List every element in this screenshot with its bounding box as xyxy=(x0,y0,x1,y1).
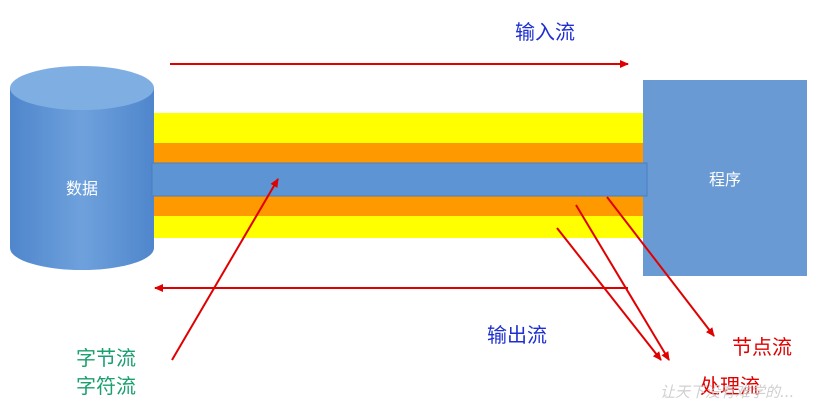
orange-band-bottom xyxy=(154,196,647,216)
processing-stream-arrow-2 xyxy=(556,227,662,361)
processing-stream-arrow-1 xyxy=(575,204,670,361)
input-stream-label: 输入流 xyxy=(515,20,575,44)
output-stream-label: 输出流 xyxy=(487,323,547,347)
data-label: 数据 xyxy=(66,179,98,198)
yellow-band-top xyxy=(154,113,647,143)
program-label: 程序 xyxy=(709,170,741,189)
yellow-band-bottom xyxy=(154,216,647,238)
char-stream-label: 字符流 xyxy=(76,374,136,398)
byte-stream-label: 字节流 xyxy=(76,346,136,370)
data-cylinder xyxy=(10,66,154,270)
watermark-text: 让天下没有难学的... xyxy=(660,383,794,401)
blue-pipe xyxy=(151,162,648,197)
orange-band-top xyxy=(154,143,647,163)
program-box xyxy=(643,80,807,276)
node-stream-arrow xyxy=(606,196,715,337)
byte-char-stream-arrow xyxy=(171,178,279,361)
processing-stream-label: 处理流 xyxy=(700,374,760,398)
node-stream-label: 节点流 xyxy=(732,335,792,359)
